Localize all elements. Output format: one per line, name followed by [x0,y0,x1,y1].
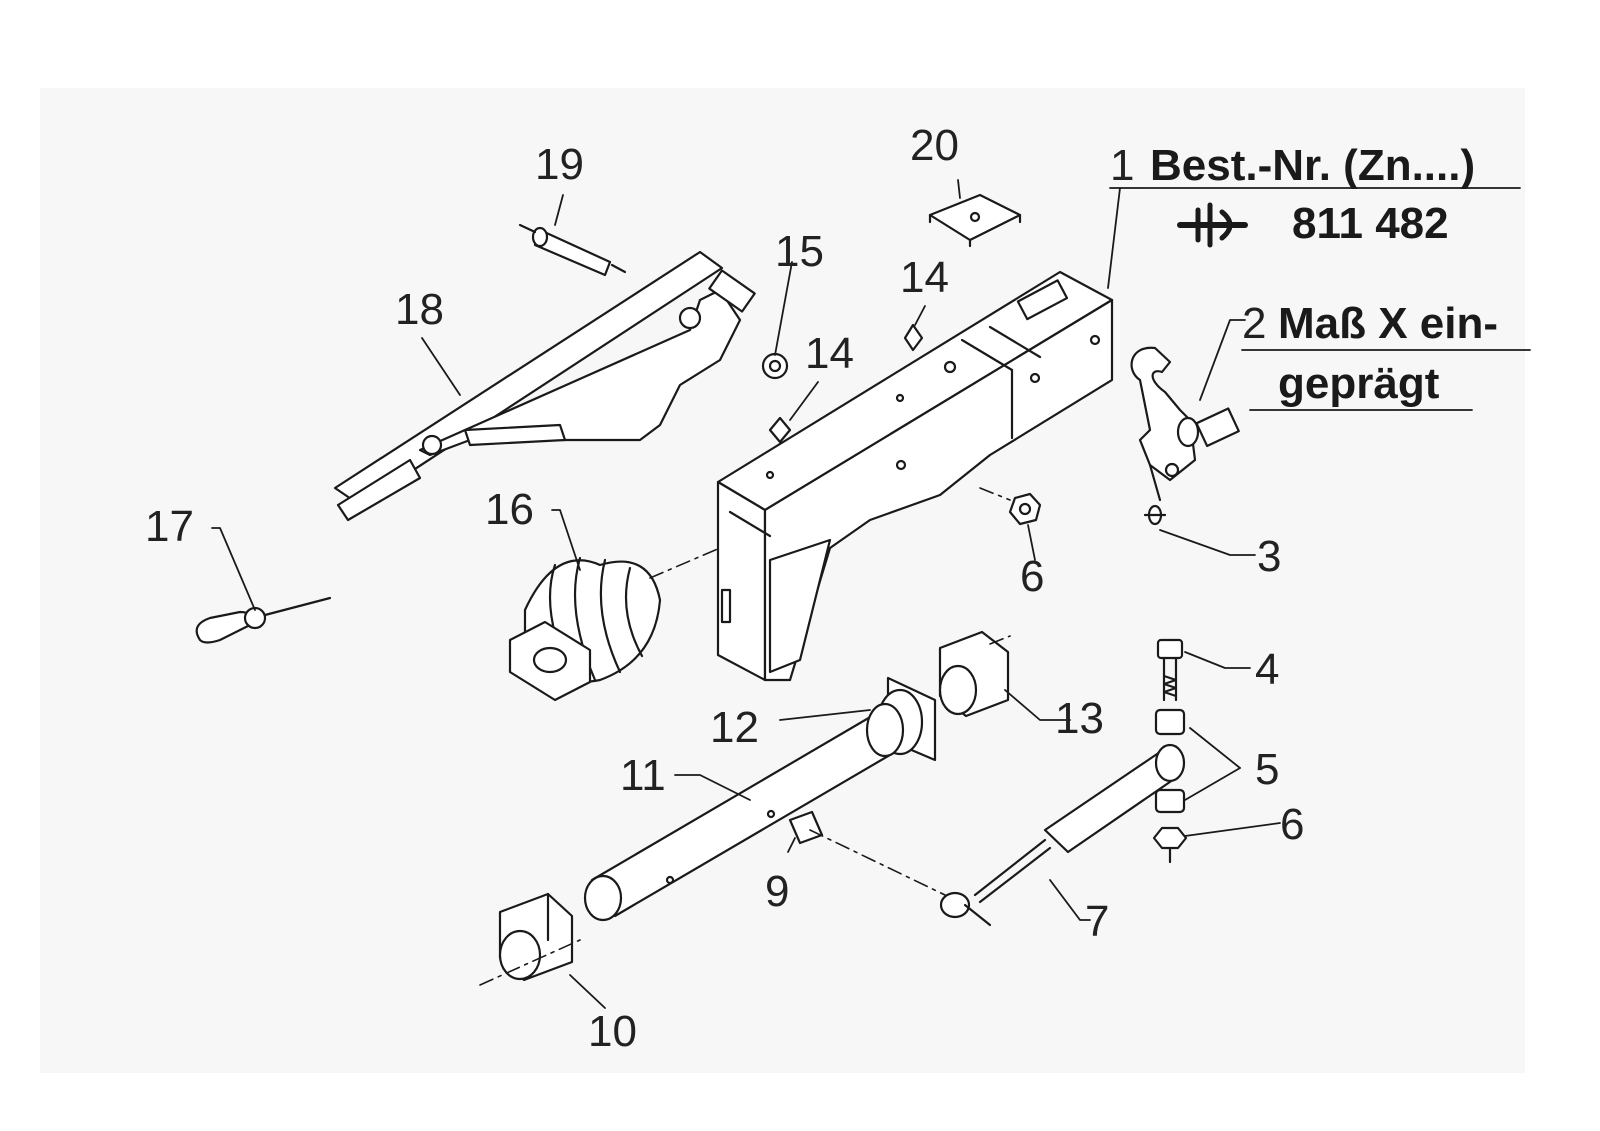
bellows-16 [508,556,662,702]
shock-absorber [939,743,1186,927]
retaining-pin-17 [195,596,332,644]
clip-14a [768,416,792,444]
callout-16: 16 [485,485,534,534]
part-2-note-line2: geprägt [1278,359,1440,408]
part-3-pin [1143,504,1167,526]
callout-5: 5 [1255,745,1280,794]
part-1-order-number: 811 482 [1292,199,1449,248]
bolt-and-spacers [1152,638,1188,864]
brake-lever-18 [333,250,756,522]
square-bushing-10 [498,892,574,982]
callout-13: 13 [1055,694,1104,743]
flange-12 [865,676,937,762]
callout-17: 17 [145,502,194,551]
bolt-19 [518,223,627,277]
part-1-order-label: Best.-Nr. (Zn....) [1150,141,1476,190]
callout-12: 12 [710,703,759,752]
callout-9: 9 [765,867,790,916]
callout-7: 7 [1085,897,1110,946]
callout-4: 4 [1255,645,1280,694]
callout-2: 2 [1242,299,1267,348]
callout-20: 20 [910,121,959,170]
part-2-note-line1: Maß X ein- [1278,299,1499,348]
callout-14a: 14 [805,329,854,378]
callout-14b: 14 [900,253,949,302]
leader-lines [211,179,1531,1009]
washer-15 [761,352,789,380]
callout-15: 15 [775,227,824,276]
callout-1: 1 [1110,141,1135,190]
callout-19: 19 [535,140,584,189]
coupling-symbol-icon [1177,202,1248,248]
plate-20 [928,193,1022,248]
square-bushing-13 [938,630,1010,718]
callout-3: 3 [1257,532,1282,581]
latch-part [1130,346,1240,502]
assembly-center-lines [479,487,1011,986]
callout-6b: 6 [1280,800,1305,849]
callout-11: 11 [620,751,666,800]
callout-10: 10 [588,1007,637,1056]
callout-6a: 6 [1020,552,1045,601]
clip-14b [903,323,924,352]
callout-18: 18 [395,285,444,334]
drawbar-housing [716,270,1114,682]
nut-6 [1008,492,1042,526]
